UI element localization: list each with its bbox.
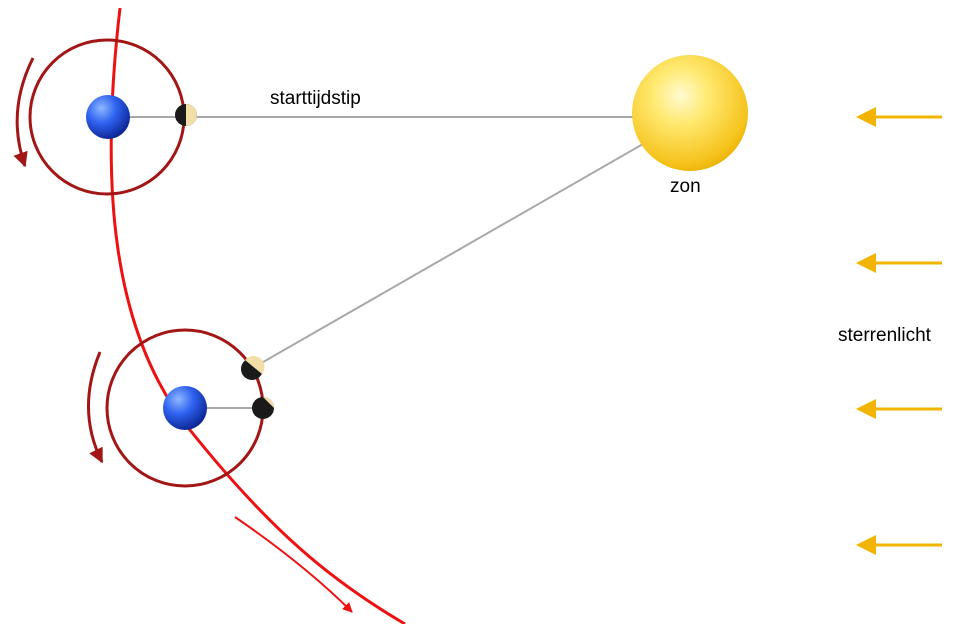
earth-icon xyxy=(163,386,207,430)
earth-orbit xyxy=(109,7,406,624)
moon-icon xyxy=(175,104,197,126)
orbit-direction-arrow xyxy=(234,516,353,613)
starlight-label: sterrenlicht xyxy=(838,325,931,346)
moon-icon xyxy=(252,397,274,419)
start-time-label: starttijdstip xyxy=(270,88,361,109)
rotation-arrow-start xyxy=(13,57,35,168)
arrow-icon xyxy=(856,107,942,127)
sight-line-later xyxy=(250,116,691,370)
moon-icon xyxy=(241,355,265,380)
rotation-arrow-later xyxy=(87,351,104,464)
arrow-icon xyxy=(856,253,942,273)
arrow-icon xyxy=(856,535,942,555)
sun-label: zon xyxy=(670,176,701,197)
earth-icon xyxy=(86,95,130,139)
sun-icon xyxy=(632,55,748,171)
arrow-icon xyxy=(856,399,942,419)
